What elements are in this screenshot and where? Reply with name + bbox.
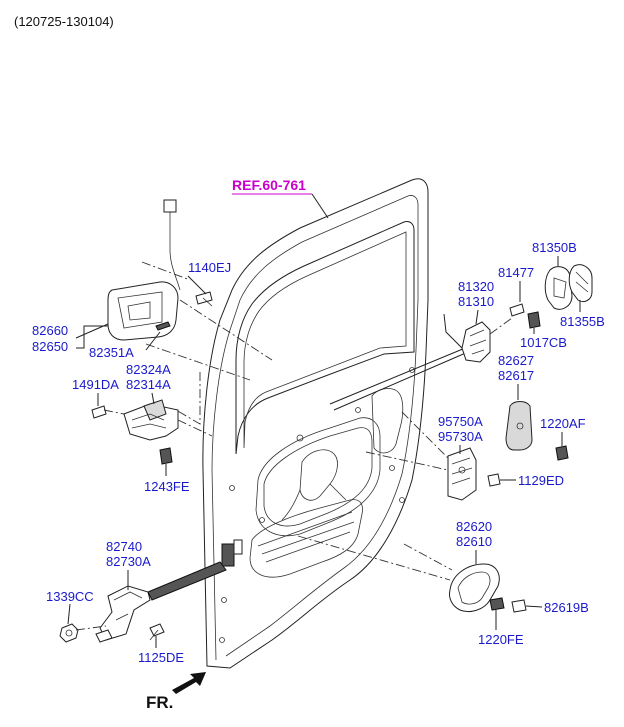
callout-82660: 82660 [32, 323, 68, 338]
callout-82617: 82617 [498, 368, 534, 383]
striker-part [509, 264, 593, 329]
callout-82650: 82650 [32, 339, 68, 354]
lock-bracket-part [91, 399, 179, 465]
callout-81477: 81477 [498, 265, 534, 280]
callout-1140EJ: 1140EJ [188, 260, 231, 275]
callout-1220FE: 1220FE [478, 632, 524, 647]
handle-cover-part [505, 401, 569, 461]
callout-1491DA: 1491DA [72, 377, 119, 392]
latch-part [443, 313, 491, 363]
callout-82351A: 82351A [89, 345, 134, 360]
callout-82627: 82627 [498, 353, 534, 368]
outside-handle-part [107, 199, 213, 341]
header-code: (120725-130104) [14, 14, 114, 29]
callout-95730A: 95730A [438, 429, 483, 444]
callout-1017CB: 1017CB [520, 335, 567, 350]
callout-82619B: 82619B [544, 600, 589, 615]
callout-1243FE: 1243FE [144, 479, 190, 494]
callout-82740: 82740 [106, 539, 142, 554]
door-checker-part [59, 561, 227, 643]
actuator-part [447, 447, 501, 501]
callout-81350B: 81350B [532, 240, 577, 255]
callout-82730A: 82730A [106, 554, 151, 569]
front-direction-indicator: FR. [146, 672, 206, 712]
callout-1125DE: 1125DE [138, 650, 184, 665]
callout-81310: 81310 [458, 294, 494, 309]
callout-82620: 82620 [456, 519, 492, 534]
callout-1220AF: 1220AF [540, 416, 586, 431]
inside-handle-part [449, 563, 527, 613]
ref-label: REF.60-761 [232, 177, 306, 193]
callout-81355B: 81355B [560, 314, 605, 329]
callout-82324A: 82324A [126, 362, 171, 377]
callout-82314A: 82314A [126, 377, 171, 392]
front-arrow-icon [172, 672, 206, 694]
callout-1129ED: 1129ED [518, 473, 564, 488]
door-hinge-mount [221, 543, 235, 567]
callout-82610: 82610 [456, 534, 492, 549]
callout-81320: 81320 [458, 279, 494, 294]
door-panel [202, 178, 471, 669]
callout-95750A: 95750A [438, 414, 483, 429]
callout-1339CC: 1339CC [46, 589, 94, 604]
front-label: FR. [146, 693, 173, 712]
